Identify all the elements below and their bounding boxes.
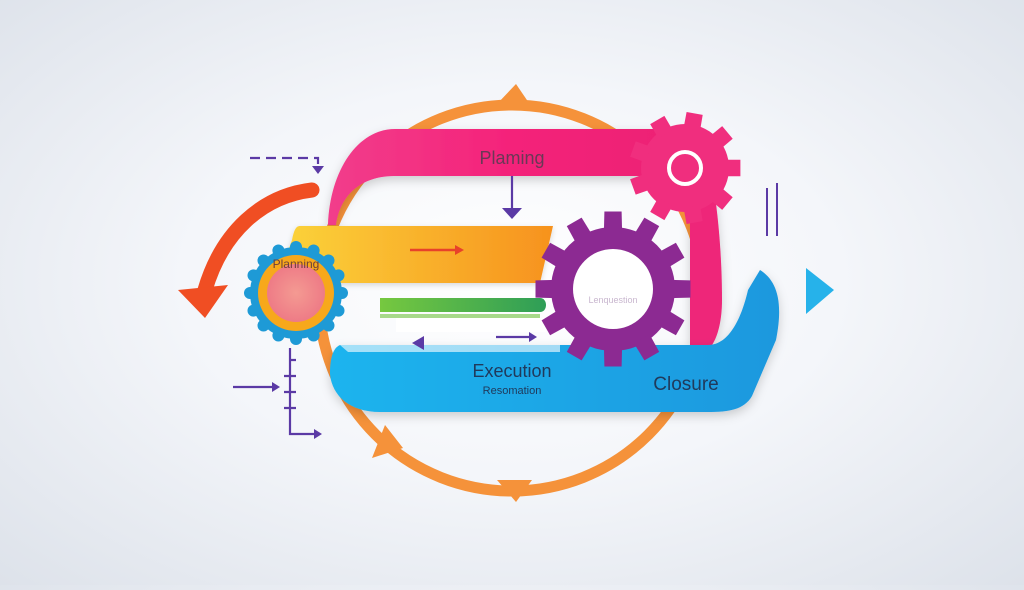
gear-tooth [658,309,685,336]
hub-label: Planning [273,257,320,271]
pause-bars-icon [766,183,778,236]
mid-arrowhead-icon [529,332,537,342]
ring-arrow-bottom-left-icon [372,425,403,458]
execution-left-arrowhead-icon [412,336,424,350]
left-return-arrow [178,182,320,318]
dashed-arrowhead-icon [312,166,324,174]
gear-icon [630,112,741,224]
analysis-band [282,226,553,283]
left-arrowhead-icon [178,285,228,318]
top-band-label: Plaming [479,148,544,168]
progress-band [380,298,546,318]
left-arrowhead-small-icon [272,382,280,392]
gear-icon [535,211,691,367]
left-ticks [284,358,296,410]
execution-band [330,270,780,412]
band-divider [396,318,546,332]
small-gear [630,112,741,224]
connectors [233,156,778,436]
ring-arrow-bottom-icon [497,480,532,502]
gear-tooth [658,242,685,269]
play-arrow-icon [806,268,834,314]
analysis-arrowhead-icon [455,245,464,255]
ring-arrow-top-icon [497,84,531,106]
planning-hub-badge: Planning [244,241,348,345]
gear-tooth [630,173,652,195]
gear-caption: Lenquestion [588,295,637,305]
large-gear: Lenquestion [535,211,691,367]
gear-tooth [650,197,673,221]
gear-tooth [633,217,660,244]
execution-label: Execution [472,361,551,381]
gear-tooth [683,112,703,131]
execution-sub-label: Resomation [483,385,542,397]
gear-tooth [683,205,703,224]
gear-tooth [603,346,623,367]
gear-tooth [535,279,556,299]
down-arrowhead-icon [502,208,522,219]
gear-tooth [603,211,623,232]
gear-tooth [566,217,593,244]
gear-tooth [633,334,660,361]
gear-tooth [724,159,741,177]
closure-label: Closure [653,374,718,395]
gear-tooth [541,242,568,269]
gear-tooth [541,309,568,336]
gear-tooth [709,126,733,150]
left-bottom-arrowhead-icon [314,429,322,439]
gear-tooth [709,186,733,210]
dashed-connector [250,156,320,170]
gear-tooth [670,279,691,299]
gear-tooth [630,141,652,163]
gear-tooth [566,334,593,361]
badge-icon [244,241,348,345]
gear-tooth [650,115,673,139]
